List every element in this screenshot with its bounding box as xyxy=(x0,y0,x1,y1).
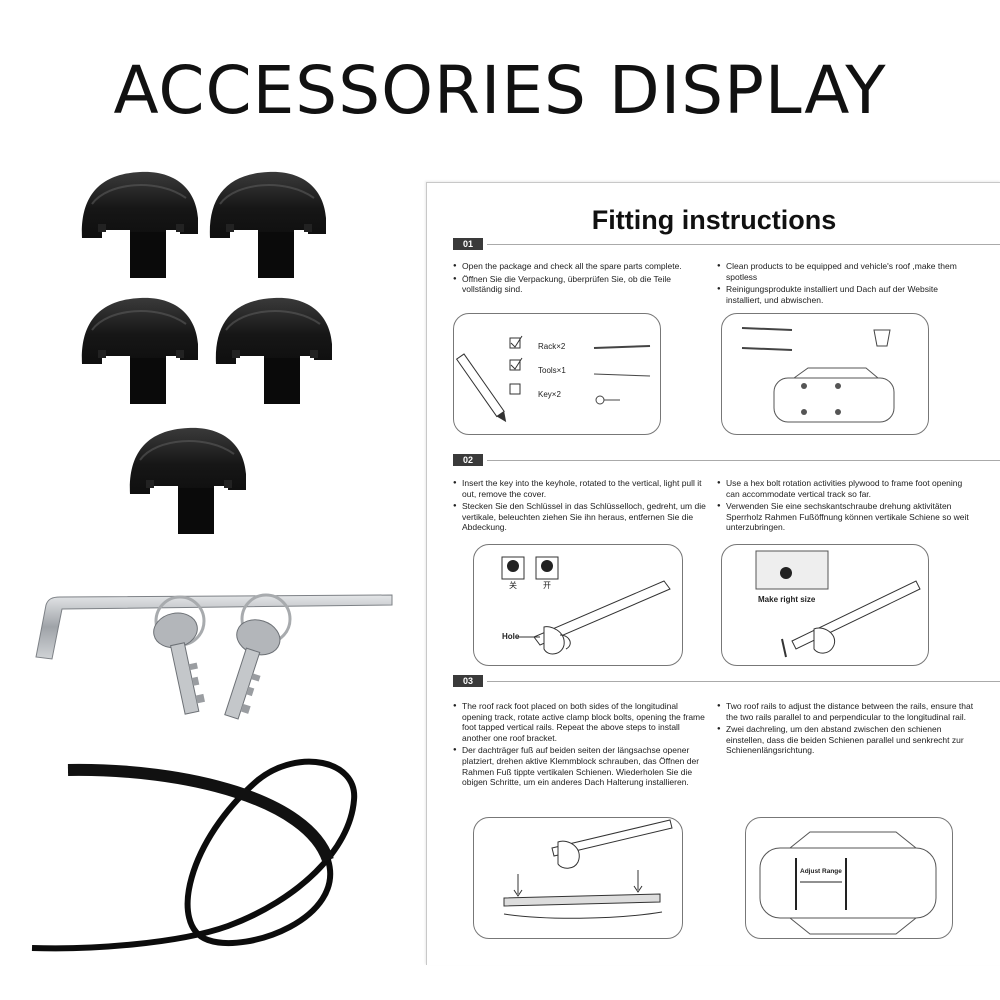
instruction-line: Insert the key into the keyhole, rotated… xyxy=(453,478,709,499)
instruction-line: Reinigungsprodukte installiert und Dach … xyxy=(717,284,957,305)
checklist-key: Key×2 xyxy=(538,390,561,399)
rubber-strip xyxy=(31,758,358,952)
allen-key xyxy=(35,594,393,660)
instruction-line: Der dachträger fuß auf beiden seiten der… xyxy=(453,745,709,787)
step-badge: 03 xyxy=(453,675,483,687)
sheet-title: Fitting instructions xyxy=(591,205,837,235)
checkbox-icon xyxy=(509,359,521,371)
step-text-left: The roof rack foot placed on both sides … xyxy=(453,701,709,790)
hole-label: Hole xyxy=(502,632,520,641)
lock-close-label: 关 xyxy=(509,581,517,590)
remove-cover-panel: 关 开 Hole xyxy=(473,544,683,666)
instruction-sheet: Fitting instructions 01 Open the package… xyxy=(426,182,1000,965)
car-topview xyxy=(759,831,937,935)
step-badge: 02 xyxy=(453,454,483,466)
pencil-icon xyxy=(455,353,507,423)
make-right-size-label: Make right size xyxy=(758,595,816,604)
end-cap xyxy=(128,426,247,535)
end-cap xyxy=(214,296,333,405)
instruction-line: Open the package and check all the spare… xyxy=(453,261,709,272)
keys-photo xyxy=(35,593,393,720)
instruction-line: Zwei dachreling, um den abstand zwischen… xyxy=(717,724,979,756)
rubber-strip-photo xyxy=(31,758,358,952)
rack-key xyxy=(153,612,205,715)
end-cap xyxy=(80,170,199,279)
rack-key xyxy=(224,619,281,720)
make-right-size-panel: Make right size xyxy=(721,544,929,666)
instruction-line: Öffnen Sie die Verpackung, überprüfen Si… xyxy=(453,274,709,295)
checklist-rack: Rack×2 xyxy=(538,342,566,351)
step-text-right: Two roof rails to adjust the distance be… xyxy=(717,701,979,758)
step-text-right: Clean products to be equipped and vehicl… xyxy=(717,261,957,307)
parts-checklist-panel: Rack×2 Tools×1 Key×2 xyxy=(453,313,661,435)
instruction-line: Verwenden Sie eine sechskantschraube dre… xyxy=(717,501,977,533)
checklist-tools: Tools×1 xyxy=(538,366,566,375)
lock-icon xyxy=(535,556,559,580)
rack-foot xyxy=(813,627,836,654)
instruction-line: Use a hex bolt rotation activities plywo… xyxy=(717,478,977,499)
rack-foot xyxy=(557,840,580,869)
step-divider xyxy=(487,460,1000,461)
instruction-line: Clean products to be equipped and vehicl… xyxy=(717,261,957,282)
end-cap xyxy=(208,170,327,279)
lock-icon xyxy=(501,556,525,580)
clean-roof-panel xyxy=(721,313,929,435)
adjust-range-label: Adjust Range xyxy=(800,868,842,875)
step-divider xyxy=(487,244,1000,245)
step-text-left: Open the package and check all the spare… xyxy=(453,261,709,297)
end-caps-photo xyxy=(80,170,333,535)
adjust-rails-panel: Adjust Range xyxy=(745,817,953,939)
step-badge: 01 xyxy=(453,238,483,250)
instruction-line: Two roof rails to adjust the distance be… xyxy=(717,701,979,722)
step-text-left: Insert the key into the keyhole, rotated… xyxy=(453,478,709,535)
headline: ACCESSORIES DISPLAY xyxy=(113,52,887,129)
instruction-line: Stecken Sie den Schlüssel in das Schlüss… xyxy=(453,501,709,533)
step-divider xyxy=(487,681,1000,682)
bucket-icon xyxy=(873,329,891,347)
lock-open-label: 开 xyxy=(543,581,551,590)
rack-foot xyxy=(543,626,565,655)
car-topview xyxy=(773,367,895,423)
step-text-right: Use a hex bolt rotation activities plywo… xyxy=(717,478,977,535)
checkbox-icon xyxy=(509,337,521,349)
install-bracket-panel xyxy=(473,817,683,939)
checkbox-icon xyxy=(509,383,521,395)
end-cap xyxy=(80,296,199,405)
instruction-line: The roof rack foot placed on both sides … xyxy=(453,701,709,743)
